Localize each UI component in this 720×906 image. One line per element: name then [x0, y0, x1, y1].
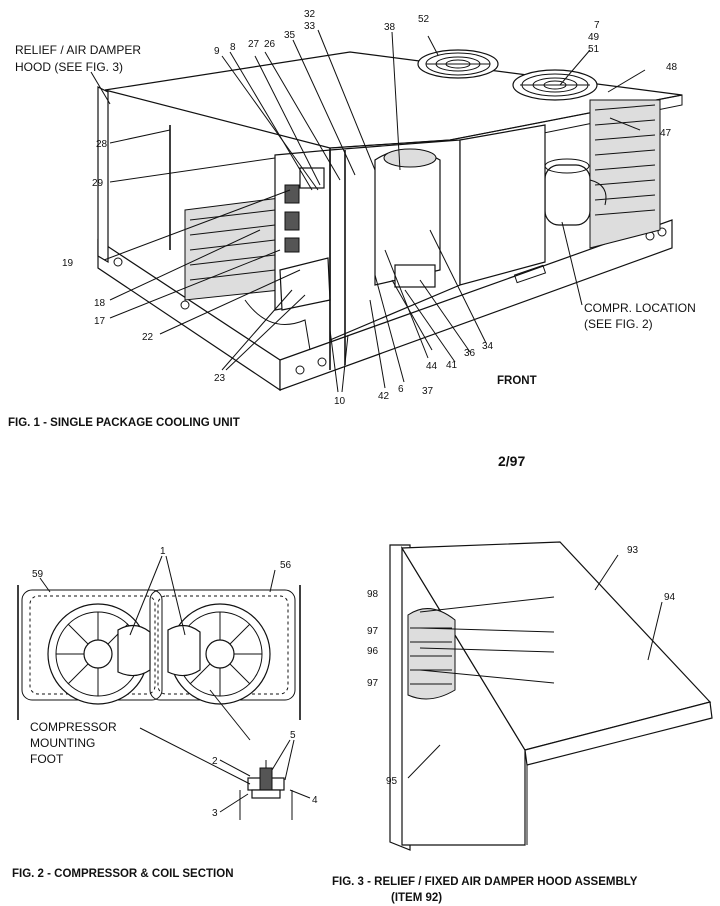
fig1-leader-lines — [90, 29, 646, 393]
callout-95: 95 — [386, 776, 398, 787]
relief-hood-label-line2: HOOD (SEE FIG. 3) — [15, 60, 123, 74]
callout-4: 4 — [312, 795, 318, 806]
fig2-callouts: 59 56 1 2 3 4 5 — [32, 546, 318, 819]
callout-32: 32 — [304, 9, 316, 20]
compressor-location-label-line2: (SEE FIG. 2) — [584, 317, 653, 331]
callout-93: 93 — [627, 545, 639, 556]
callout-94: 94 — [664, 592, 676, 603]
callout-51: 51 — [588, 44, 600, 55]
callout-6: 6 — [398, 384, 404, 395]
callout-2: 2 — [212, 756, 218, 767]
callout-18: 18 — [94, 298, 106, 309]
callout-44: 44 — [426, 361, 438, 372]
fig1-callouts: 52 7 49 51 48 47 32 33 38 35 26 27 8 9 2… — [62, 9, 678, 407]
callout-26: 26 — [264, 39, 276, 50]
callout-97-upper: 97 — [367, 626, 379, 637]
fig1-caption: FIG. 1 - SINGLE PACKAGE COOLING UNIT — [8, 417, 240, 429]
compressor-location-label-line1: COMPR. LOCATION — [584, 301, 696, 315]
fig2-leader-lines — [39, 555, 311, 813]
condenser-fan-grille-1 — [417, 49, 499, 79]
mounting-foot-label-line1: COMPRESSOR — [30, 720, 117, 734]
callout-19: 19 — [62, 258, 74, 269]
front-panel-right — [459, 124, 546, 286]
hood-front-lip — [524, 701, 713, 766]
mounting-foot-label-line2: MOUNTING — [30, 736, 95, 750]
callout-59: 59 — [32, 569, 44, 580]
callout-1: 1 — [160, 546, 166, 557]
callout-41: 41 — [446, 360, 458, 371]
callout-56: 56 — [280, 560, 292, 571]
fig3-hood-drawing — [389, 541, 713, 851]
callout-42: 42 — [378, 391, 390, 402]
callout-9: 9 — [214, 46, 220, 57]
callout-52: 52 — [418, 14, 430, 25]
drain-pan — [244, 299, 311, 351]
condenser-fan-grille-2 — [512, 69, 598, 101]
callout-48: 48 — [666, 62, 678, 73]
callout-37: 37 — [422, 386, 434, 397]
callout-47: 47 — [660, 128, 672, 139]
callout-97-lower: 97 — [367, 678, 379, 689]
fig3-caption-line1: FIG. 3 - RELIEF / FIXED AIR DAMPER HOOD … — [332, 876, 638, 888]
evaporator-coil — [184, 197, 281, 301]
mounting-foot-label-line3: FOOT — [30, 752, 64, 766]
front-label: FRONT — [497, 375, 537, 387]
left-end-panel — [97, 86, 109, 264]
callout-10: 10 — [334, 396, 346, 407]
callout-98: 98 — [367, 589, 379, 600]
callout-7: 7 — [594, 20, 600, 31]
damper-opening — [407, 608, 456, 700]
callout-29: 29 — [92, 178, 104, 189]
callout-36: 36 — [464, 348, 476, 359]
fig2-caption: FIG. 2 - COMPRESSOR & COIL SECTION — [12, 868, 234, 880]
callout-35: 35 — [284, 30, 296, 41]
callout-49: 49 — [588, 32, 600, 43]
callout-5: 5 — [290, 730, 296, 741]
callout-27: 27 — [248, 39, 260, 50]
fig3-leader-lines — [407, 554, 663, 779]
compressor-body-right — [167, 624, 201, 677]
callout-22: 22 — [142, 332, 154, 343]
callout-34: 34 — [482, 341, 494, 352]
callout-38: 38 — [384, 22, 396, 33]
date-stamp: 2/97 — [498, 453, 525, 469]
coil-fins — [594, 104, 656, 216]
blower-housing — [374, 148, 441, 288]
callout-3: 3 — [212, 808, 218, 819]
callout-28: 28 — [96, 139, 108, 150]
callout-23: 23 — [214, 373, 226, 384]
callout-8: 8 — [230, 42, 236, 53]
fig3-caption-line2: (ITEM 92) — [391, 892, 442, 904]
relief-hood-label-line1: RELIEF / AIR DAMPER — [15, 43, 141, 57]
mounting-foot-detail — [239, 760, 293, 820]
fig3-callouts: 93 94 98 97 96 97 95 — [367, 545, 676, 787]
callout-96: 96 — [367, 646, 379, 657]
compressor-body-left — [117, 624, 151, 677]
callout-17: 17 — [94, 316, 106, 327]
fig1-unit-drawing — [97, 49, 683, 392]
fig2-drawing — [17, 585, 301, 820]
callout-33: 33 — [304, 21, 316, 32]
